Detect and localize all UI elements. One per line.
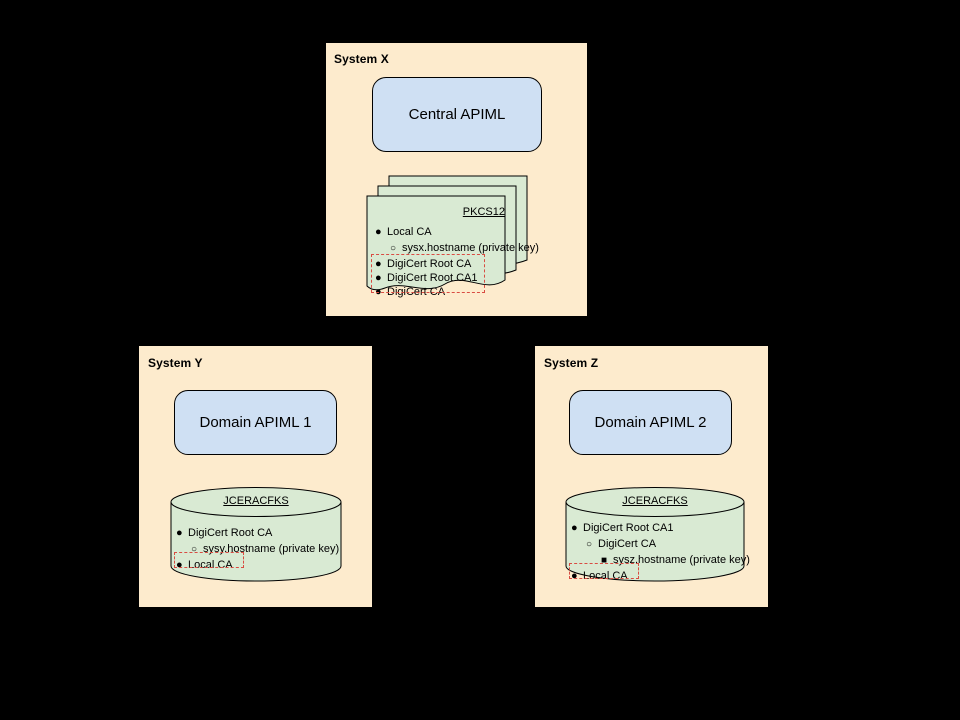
store-keystore-y[interactable]: JCERACFKS ● DigiCert Root CA ○ sysy.hostna… — [170, 487, 342, 582]
store-pkcs12-stack[interactable]: PKCS12 ● Local CA ○ sysx.hostname (private… — [366, 175, 539, 300]
bullet-filled-circle-icon: ● — [176, 559, 183, 571]
node-domain-apiml-2[interactable]: Domain APIML 2 — [569, 390, 732, 455]
keystore-z-entry-0: ● DigiCert Root CA1 — [571, 522, 673, 535]
pkcs12-entry-0-text: Local CA — [387, 226, 432, 238]
pkcs12-entry-3: ● DigiCert Root CA1 — [375, 272, 477, 285]
bullet-filled-circle-icon: ● — [375, 286, 382, 298]
pkcs12-entry-4: ● DigiCert CA — [375, 286, 445, 299]
keystore-z-entry-2: ■ sysz.hostname (private key) — [601, 554, 750, 567]
system-y-title: System Y — [148, 356, 203, 370]
pkcs12-entry-1-text: sysx.hostname (private key) — [402, 242, 539, 254]
keystore-y-entry-2-text: Local CA — [188, 559, 233, 571]
bullet-filled-circle-icon: ● — [571, 522, 578, 534]
node-domain-apiml-1[interactable]: Domain APIML 1 — [174, 390, 337, 455]
keystore-y-entry-1-text: sysy.hostname (private key) — [203, 543, 340, 555]
bullet-filled-circle-icon: ● — [375, 272, 382, 284]
bullet-hollow-circle-icon: ○ — [390, 243, 397, 254]
keystore-z-entry-2-text: sysz.hostname (private key) — [613, 554, 750, 566]
keystore-z-entry-1: ○ DigiCert CA — [586, 538, 656, 551]
pkcs12-entry-4-text: DigiCert CA — [387, 286, 446, 298]
node-central-apiml[interactable]: Central APIML — [372, 77, 542, 152]
keystore-z-entry-0-text: DigiCert Root CA1 — [583, 522, 674, 534]
keystore-y-entry-0: ● DigiCert Root CA — [176, 527, 272, 540]
pkcs12-label: PKCS12 — [462, 206, 505, 218]
keystore-z-label: JCERACFKS — [622, 495, 688, 507]
keystore-y-entry-2: ● Local CA — [176, 559, 233, 572]
keystore-y-label: JCERACFKS — [223, 495, 289, 507]
bullet-filled-circle-icon: ● — [375, 258, 382, 270]
system-z-title: System Z — [544, 356, 599, 370]
bullet-filled-circle-icon: ● — [375, 226, 382, 238]
system-x-title: System X — [334, 52, 389, 66]
pkcs12-entry-2-text: DigiCert Root CA — [387, 258, 472, 270]
bullet-filled-circle-icon: ● — [176, 527, 183, 539]
pkcs12-entry-2: ● DigiCert Root CA — [375, 258, 471, 271]
store-keystore-z[interactable]: JCERACFKS ● DigiCert Root CA1 ○ DigiCert C… — [565, 487, 750, 583]
pkcs12-entry-1: ○ sysx.hostname (private key) — [390, 242, 539, 255]
bullet-hollow-circle-icon: ○ — [191, 544, 198, 555]
pkcs12-entry-3-text: DigiCert Root CA1 — [387, 272, 478, 284]
keystore-z-entry-3: ● Local CA — [571, 570, 628, 583]
pkcs12-entry-0: ● Local CA — [375, 226, 432, 239]
keystore-z-entry-3-text: Local CA — [583, 570, 628, 582]
keystore-y-entry-1: ○ sysy.hostname (private key) — [191, 543, 339, 556]
bullet-filled-square-icon: ■ — [601, 555, 608, 566]
bullet-filled-circle-icon: ● — [571, 570, 578, 582]
keystore-z-entry-1-text: DigiCert CA — [598, 538, 657, 550]
bullet-hollow-circle-icon: ○ — [586, 539, 593, 550]
keystore-y-entry-0-text: DigiCert Root CA — [188, 527, 273, 539]
